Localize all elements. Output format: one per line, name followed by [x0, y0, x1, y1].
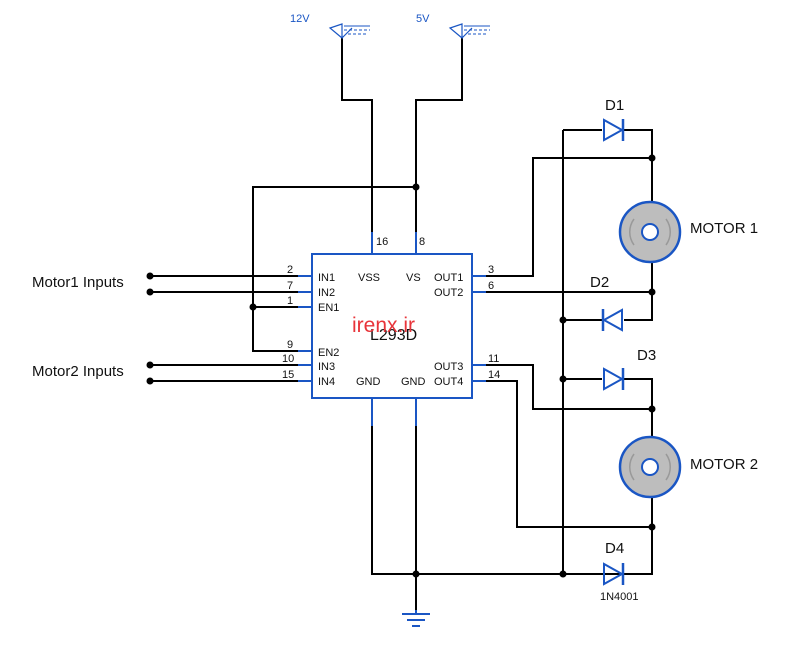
input-terminal — [146, 377, 154, 385]
pin-vs-label: VS — [406, 272, 421, 284]
diode-d4: D4 1N4001 — [600, 540, 639, 603]
ic-name: L293D — [370, 327, 417, 344]
motor-2-shaft — [641, 458, 659, 476]
pin-number-6: 6 — [488, 280, 494, 292]
pin-number-10: 10 — [282, 353, 294, 365]
pin-in3-label: IN3 — [318, 361, 335, 373]
diode-d3: D3 — [603, 347, 656, 391]
pin-en1-label: EN1 — [318, 302, 339, 314]
pin-number-8: 8 — [419, 236, 425, 248]
junction-dot — [412, 570, 420, 578]
junction-dot — [249, 303, 257, 311]
junction-dot — [648, 154, 656, 162]
diode-d2-label: D2 — [590, 274, 609, 291]
diode-d1-label: D1 — [605, 97, 624, 114]
diode-part-label: 1N4001 — [600, 591, 639, 603]
motor-2: MOTOR 2 — [618, 435, 758, 499]
motor-1-shaft — [641, 223, 659, 241]
wire-out4 — [472, 380, 652, 528]
wire-enable-bus — [252, 186, 416, 352]
pin-number-2: 2 — [287, 264, 293, 276]
motor-1-label: MOTOR 1 — [690, 220, 758, 237]
supply-5v-symbol: 5V — [416, 13, 490, 40]
watermark: irenx.ir — [352, 314, 415, 337]
pin-in2-label: IN2 — [318, 287, 335, 299]
wire-12v — [341, 38, 373, 232]
input-terminal — [146, 272, 154, 280]
wire-5v — [415, 38, 463, 232]
pin-in4-label: IN4 — [318, 376, 335, 388]
input-terminal — [146, 361, 154, 369]
motor-2-label: MOTOR 2 — [690, 456, 758, 473]
ic-body — [311, 253, 473, 399]
pin-gnd-b-label: GND — [401, 376, 426, 388]
input-terminal — [146, 288, 154, 296]
diode-d3-label: D3 — [637, 347, 656, 364]
wire-out1 — [472, 157, 652, 277]
wire-d3 — [563, 378, 653, 409]
pin-out1-label: OUT1 — [434, 272, 463, 284]
junction-dot — [648, 288, 656, 296]
junction-dot — [559, 375, 567, 383]
pin-number-14: 14 — [488, 369, 500, 381]
diode-d1: D1 — [603, 97, 625, 142]
pin-number-3: 3 — [488, 264, 494, 276]
ground-symbol — [402, 610, 430, 627]
ic-l293d: IN1 IN2 EN1 EN2 IN3 IN4 VSS VS GND GND O… — [282, 232, 500, 426]
pin-vss-label: VSS — [358, 272, 380, 284]
pin-number-11: 11 — [488, 353, 499, 365]
pin-gnd-a-label: GND — [356, 376, 381, 388]
pin-out3-label: OUT3 — [434, 361, 463, 373]
junction-dot — [559, 316, 567, 324]
pin-number-1: 1 — [287, 295, 293, 307]
pin-out4-label: OUT4 — [434, 376, 463, 388]
junction-dot — [412, 183, 420, 191]
diode-d4-label: D4 — [605, 540, 624, 557]
junctions — [146, 154, 656, 578]
junction-dot — [648, 523, 656, 531]
junction-dot — [559, 570, 567, 578]
pin-en2-label: EN2 — [318, 347, 339, 359]
pin-out2-label: OUT2 — [434, 287, 463, 299]
wire-gnd-a — [371, 426, 652, 575]
pin-number-16: 16 — [376, 236, 388, 248]
junction-dot — [648, 405, 656, 413]
wire-d4 — [624, 527, 653, 575]
wire-d2 — [563, 292, 653, 321]
pin-number-15: 15 — [282, 369, 294, 381]
supply-12v-label: 12V — [290, 13, 310, 25]
wire-d1 — [563, 129, 653, 158]
diode-d2: D2 — [590, 274, 623, 332]
pin-in1-label: IN1 — [318, 272, 335, 284]
wire-out3 — [472, 364, 652, 410]
motor-1: MOTOR 1 — [618, 200, 758, 264]
supply-5v-label: 5V — [416, 13, 430, 25]
motor2-inputs-label: Motor2 Inputs — [32, 363, 124, 380]
pin-number-7: 7 — [287, 280, 293, 292]
pin-number-9: 9 — [287, 339, 293, 351]
supply-12v-symbol: 12V — [290, 13, 370, 40]
wires — [150, 38, 653, 610]
motor1-inputs-label: Motor1 Inputs — [32, 274, 124, 291]
